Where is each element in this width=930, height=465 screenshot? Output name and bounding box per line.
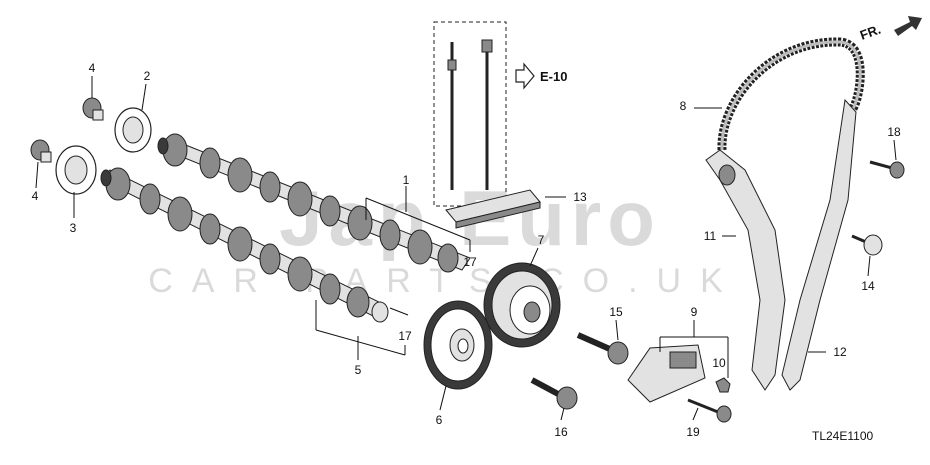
callout-8: 8 bbox=[680, 99, 687, 113]
seal-ring-lower bbox=[55, 145, 97, 195]
callout-3: 3 bbox=[70, 221, 77, 235]
callout-5: 5 bbox=[355, 363, 362, 377]
intake-sprocket-vtc bbox=[483, 262, 561, 348]
callout-11: 11 bbox=[704, 229, 717, 243]
tensioner-arm bbox=[705, 149, 786, 391]
washer-10 bbox=[715, 377, 731, 393]
callout-2: 2 bbox=[144, 69, 151, 83]
callout-4-lower: 4 bbox=[32, 189, 39, 203]
intake-camshaft bbox=[157, 133, 471, 273]
stud-bolts-group bbox=[433, 21, 507, 212]
seal-ring-upper bbox=[114, 107, 152, 153]
callout-17-lower: 17 bbox=[398, 329, 412, 343]
callout-7: 7 bbox=[538, 233, 545, 247]
bolt-19 bbox=[687, 398, 732, 423]
callout-9: 9 bbox=[691, 305, 698, 319]
bolt-14 bbox=[851, 234, 883, 256]
front-direction-label: FR. bbox=[858, 22, 883, 43]
callout-19: 19 bbox=[686, 425, 700, 439]
auto-tensioner bbox=[627, 344, 706, 403]
callout-16: 16 bbox=[554, 425, 568, 439]
callout-13: 13 bbox=[573, 190, 587, 204]
callout-17-upper: 17 bbox=[463, 255, 477, 269]
reference-e10-label: E-10 bbox=[540, 69, 567, 84]
leader-lines bbox=[35, 76, 897, 421]
chain-guide bbox=[781, 98, 857, 391]
callout-1: 1 bbox=[403, 173, 410, 187]
callout-4-upper: 4 bbox=[89, 61, 96, 75]
bolt-16 bbox=[530, 377, 578, 410]
callout-14: 14 bbox=[861, 279, 875, 293]
callout-15: 15 bbox=[609, 305, 623, 319]
plug-upper bbox=[82, 97, 104, 121]
watermark: Jap Euro CAR PARTS.CO.UK bbox=[148, 174, 742, 300]
exhaust-sprocket bbox=[423, 300, 493, 390]
bolt-15 bbox=[576, 332, 629, 365]
callout-12: 12 bbox=[833, 345, 847, 359]
plug-lower bbox=[30, 139, 52, 163]
chain-guide-plate bbox=[445, 189, 541, 229]
front-direction-arrow: FR. bbox=[858, 16, 922, 43]
callout-18: 18 bbox=[887, 125, 901, 139]
reference-e10: E-10 bbox=[515, 62, 567, 90]
callout-10: 10 bbox=[712, 356, 726, 370]
diagram-code: TL24E1100 bbox=[812, 429, 873, 443]
bolt-18 bbox=[869, 160, 905, 179]
timing-chain bbox=[717, 37, 865, 151]
callout-6: 6 bbox=[436, 413, 443, 427]
callout-labels: 1 2 3 4 4 5 6 7 8 9 10 11 12 13 14 15 16… bbox=[32, 61, 901, 439]
watermark-site: CAR PARTS.CO.UK bbox=[148, 262, 742, 300]
exhaust-camshaft bbox=[100, 167, 409, 323]
